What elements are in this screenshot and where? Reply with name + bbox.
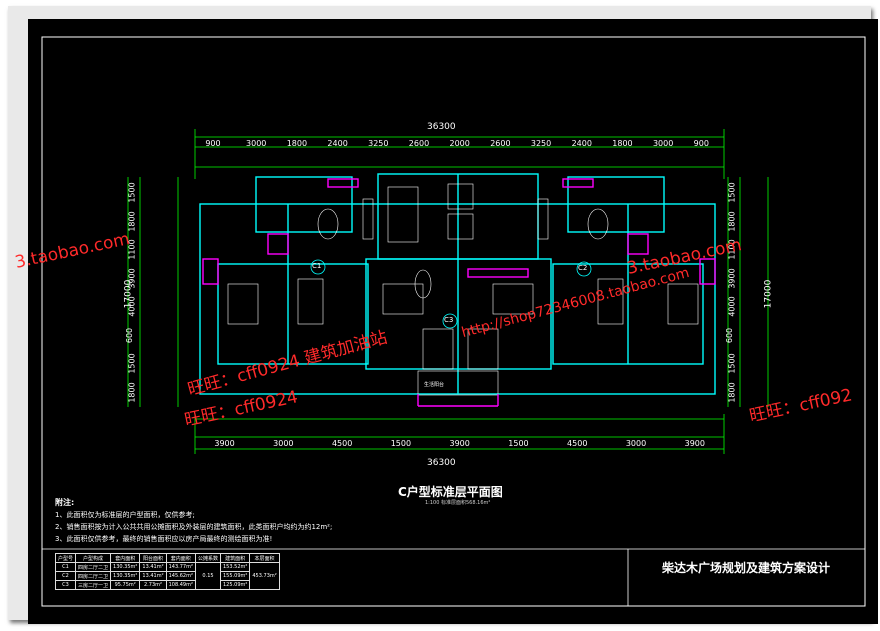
drawing-border bbox=[41, 36, 866, 607]
top-dimension-label: 900 bbox=[205, 139, 221, 148]
table-cell: 453.73m² bbox=[249, 562, 280, 590]
bottom-dimension-label: 3900 bbox=[684, 439, 705, 448]
bottom-dimension-group bbox=[194, 414, 725, 454]
right-dimension-label: 600 bbox=[725, 327, 735, 343]
left-dimension-label: 600 bbox=[125, 327, 135, 343]
table-header: 公摊系数 bbox=[194, 553, 222, 563]
top-dimension-label: 2000 bbox=[449, 139, 470, 148]
top-dimension-label: 3250 bbox=[530, 139, 552, 148]
top-dimension-label: 2600 bbox=[408, 139, 430, 148]
table-cell: 145.62m² bbox=[165, 571, 196, 581]
table-row: C1 四房二厅二卫 130.35m² 13.41m² 143.77m² 0.15… bbox=[54, 562, 280, 590]
table-header: 套内面积 bbox=[110, 553, 141, 563]
right-dimension-label: 1500 bbox=[727, 353, 737, 374]
bottom-dimension-label: 4500 bbox=[567, 439, 588, 448]
left-dimension-label: 1500 bbox=[127, 353, 137, 374]
top-dimension-label: 2400 bbox=[571, 139, 592, 148]
table-header: 建筑面积 bbox=[219, 553, 251, 563]
right-dimension-label: 1800 bbox=[727, 211, 737, 232]
table-header: 阳台面积 bbox=[139, 553, 167, 563]
table-cell: 13.41m² bbox=[139, 562, 167, 572]
bottom-dimension-label: 1500 bbox=[508, 439, 529, 448]
top-dimension-label: 2400 bbox=[327, 139, 348, 148]
left-dimension-label: 1800 bbox=[127, 211, 137, 232]
area-table: 户型号 户型构成 套内面积 阳台面积 套内面积 公摊系数 建筑面积 本层面积 C… bbox=[54, 553, 280, 590]
table-cell: C1 bbox=[54, 562, 77, 572]
top-dimension-label: 2600 bbox=[490, 139, 511, 148]
table-cell: 155.09m² bbox=[219, 571, 251, 581]
table-header: 套内面积 bbox=[165, 553, 196, 563]
top-dimension-label: 900 bbox=[693, 139, 709, 148]
unit-marker-c1: C1 bbox=[312, 262, 322, 270]
room-furniture bbox=[227, 183, 699, 396]
table-cell: 2.73m² bbox=[139, 580, 167, 590]
table-cell: 0.15 bbox=[194, 562, 222, 590]
cad-drawing-sheet: 36300 900 3000 1800 2400 3250 2600 2000 2600 325… bbox=[13, 19, 878, 624]
overall-width-bottom: 36300 bbox=[427, 458, 456, 468]
table-row: C3 三房二厅一卫 95.75m² 2.73m² 108.49m² 125.09… bbox=[54, 580, 280, 590]
left-dimension-label: 1500 bbox=[127, 182, 137, 203]
table-cell: C3 bbox=[54, 580, 77, 590]
right-dimension-label: 1500 bbox=[727, 182, 737, 203]
table-cell: 四房二厅二卫 bbox=[75, 571, 112, 581]
table-cell: 130.35m² bbox=[110, 562, 141, 572]
table-header: 户型构成 bbox=[75, 553, 112, 563]
notes-block: 附注: 1、此面积仅为标准层的户型面积，仅供参考; 2、销售面积按为计入公共共用… bbox=[55, 497, 332, 545]
table-cell: 130.35m² bbox=[110, 571, 141, 581]
table-cell: 125.09m² bbox=[219, 580, 251, 590]
plan-walls bbox=[199, 173, 716, 395]
project-title: 柴达木广场规划及建筑方案设计 bbox=[662, 561, 831, 575]
bottom-dimension-label: 3000 bbox=[625, 439, 647, 448]
table-cell: 四房二厅二卫 bbox=[75, 562, 112, 572]
table-cell: 13.41m² bbox=[139, 571, 167, 581]
image-frame: 36300 900 3000 1800 2400 3250 2600 2000 2600 325… bbox=[8, 6, 878, 624]
table-row: C2 四房二厅二卫 130.35m² 13.41m² 145.62m² 155.… bbox=[54, 571, 280, 581]
table-cell: C2 bbox=[54, 571, 77, 581]
top-dimension-label: 1800 bbox=[286, 139, 308, 148]
note-line-2: 2、销售面积按为计入公共共用公摊面积及外装层的建筑面积，此类面积户均约为约12m… bbox=[55, 523, 333, 531]
unit-marker-c2: C2 bbox=[578, 264, 588, 272]
table-cell: 三房二厅一卫 bbox=[75, 580, 112, 590]
bottom-dimension-label: 1500 bbox=[390, 439, 412, 448]
right-dimension-label: 3900 bbox=[727, 268, 737, 289]
plan-title: C户型标准层平面图 bbox=[398, 485, 503, 499]
bottom-dimension-label: 3900 bbox=[449, 439, 470, 448]
top-dimension-label: 1800 bbox=[612, 139, 633, 148]
table-header: 本层面积 bbox=[249, 553, 280, 563]
overall-width-top: 36300 bbox=[427, 122, 456, 132]
bottom-dimension-label: 3000 bbox=[273, 439, 294, 448]
unit-markers bbox=[310, 259, 592, 329]
table-cell: 153.52m² bbox=[219, 562, 251, 572]
right-dimension-label: 4000 bbox=[727, 296, 737, 317]
note-line-1: 1、此面积仅为标准层的户型面积，仅供参考; bbox=[55, 511, 195, 519]
note-line-3: 3、此面积仅供参考，最终的销售面积应以房产局最终的测绘面积为准! bbox=[55, 535, 273, 543]
side-dimension-group bbox=[127, 177, 769, 407]
left-total-dimension: 17000 bbox=[123, 279, 134, 309]
top-dimension-label: 3250 bbox=[368, 139, 389, 148]
top-dimension-label: 3000 bbox=[652, 139, 674, 148]
plan-scale: 1:100 标准层面积568.16m² bbox=[425, 500, 491, 506]
top-dimension-group bbox=[194, 129, 725, 179]
floor-plan-drawing bbox=[41, 36, 866, 607]
unit-marker-c3: C3 bbox=[444, 316, 454, 324]
bottom-dimension-label: 4500 bbox=[331, 439, 353, 448]
balcony-accents bbox=[202, 178, 716, 407]
left-dimension-label: 1800 bbox=[127, 382, 137, 403]
table-cell: 95.75m² bbox=[110, 580, 141, 590]
table-header: 户型号 bbox=[54, 553, 77, 563]
right-dimension-label: 1800 bbox=[727, 382, 737, 403]
top-dimension-label: 3000 bbox=[246, 139, 267, 148]
bottom-dimension-label: 3900 bbox=[214, 439, 235, 448]
table-cell: 108.49m² bbox=[165, 580, 196, 590]
right-total-dimension: 17000 bbox=[763, 279, 774, 309]
notes-title: 附注: bbox=[55, 498, 75, 507]
table-header-row: 户型号 户型构成 套内面积 阳台面积 套内面积 公摊系数 建筑面积 本层面积 bbox=[54, 553, 280, 563]
table-cell: 143.77m² bbox=[165, 562, 196, 572]
room-tag: 生活阳台 bbox=[424, 382, 445, 388]
